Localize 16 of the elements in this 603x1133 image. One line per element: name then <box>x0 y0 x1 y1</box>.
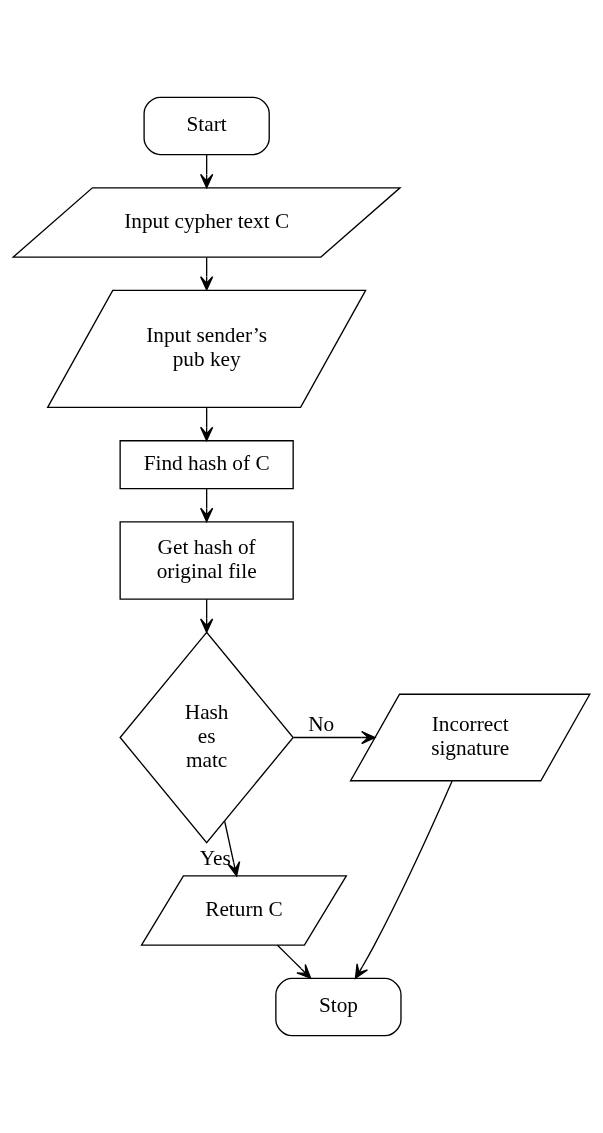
arrow <box>200 407 214 442</box>
node-box: Get hash of original file <box>119 521 294 600</box>
node-box: Start <box>143 96 270 156</box>
node-box: Stop <box>275 977 402 1037</box>
arrow <box>354 780 453 979</box>
arrow <box>276 944 312 979</box>
arrow <box>200 154 214 189</box>
arrow <box>223 820 241 877</box>
node-diamond: Hash es matc <box>119 631 295 844</box>
edge-label: Yes <box>199 846 231 871</box>
arrow <box>200 256 214 291</box>
arrow <box>292 730 376 745</box>
edge-label: No <box>308 711 335 736</box>
arrow <box>200 598 214 633</box>
node-box: Find hash of C <box>119 440 294 490</box>
arrow <box>200 488 214 523</box>
